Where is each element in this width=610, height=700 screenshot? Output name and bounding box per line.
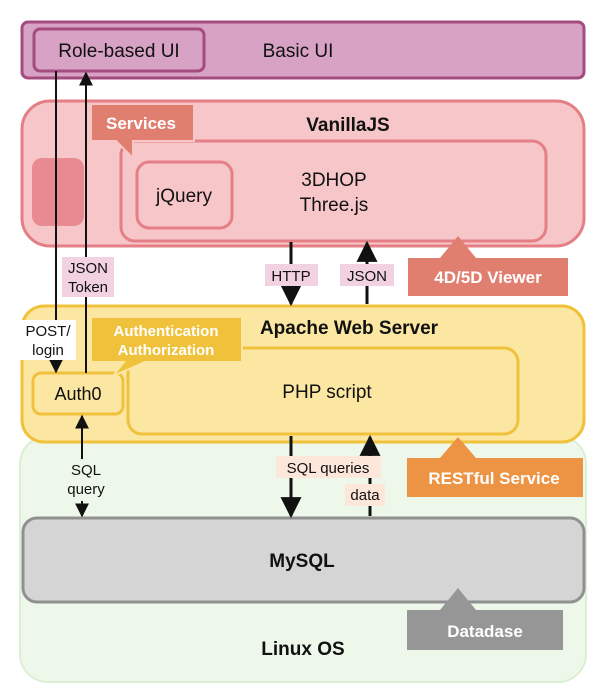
edge-labels: JSON Token POST/ login HTTP JSON SQL que…: [20, 257, 394, 506]
restful-tag-label: RESTful Service: [428, 469, 559, 488]
apache-layer: Apache Web Server Auth0 PHP script Authe…: [20, 304, 586, 497]
auth-client-block: [32, 158, 84, 226]
json-token-label-2: Token: [68, 279, 108, 296]
database-tag-label: Datadase: [447, 622, 523, 641]
threejs-label: Three.js: [300, 195, 369, 216]
post-login-label-1: POST/: [25, 323, 71, 340]
basic-ui-layer: Basic UI Role-based UI: [20, 20, 586, 80]
php-script-label: PHP script: [282, 382, 372, 403]
auth-tag-label-2: Authorization: [118, 342, 215, 359]
vanillajs-layer: VanillaJS jQuery 3DHOP Three.js Services…: [20, 99, 586, 296]
jquery-label: jQuery: [155, 186, 212, 207]
services-tag-label: Services: [106, 114, 176, 133]
mysql-layer: MySQL Datadase: [21, 516, 586, 650]
jquery-box: [135, 160, 234, 230]
auth0-label: Auth0: [54, 384, 101, 404]
role-based-ui-label: Role-based UI: [58, 41, 179, 62]
linux-os-label: Linux OS: [261, 639, 344, 660]
apache-label: Apache Web Server: [260, 318, 439, 339]
sql-queries-label: SQL queries: [287, 460, 370, 477]
json-token-label-1: JSON: [68, 260, 108, 277]
http-label: HTTP: [271, 268, 310, 285]
auth-tag: Authentication Authorization: [90, 316, 243, 377]
auth-tag-label-1: Authentication: [114, 323, 219, 340]
3dhop-label: 3DHOP: [301, 170, 366, 191]
services-tag: Services: [90, 103, 195, 161]
database-tag: Datadase: [407, 588, 563, 650]
viewer-tag-label: 4D/5D Viewer: [434, 268, 542, 287]
mysql-label: MySQL: [269, 551, 335, 572]
restful-tag: RESTful Service: [407, 437, 583, 497]
data-label: data: [350, 487, 380, 504]
viewer-tag: 4D/5D Viewer: [408, 236, 568, 296]
php-script-box: [126, 346, 520, 436]
sql-query-label-2: query: [67, 481, 105, 498]
role-based-ui-box: [32, 27, 206, 73]
basic-ui-label: Basic UI: [263, 41, 334, 62]
post-login-label-2: login: [32, 342, 64, 359]
json-label: JSON: [347, 268, 387, 285]
vanillajs-label: VanillaJS: [306, 115, 389, 136]
sql-query-label-1: SQL: [71, 462, 101, 479]
auth0-box: [31, 371, 125, 416]
